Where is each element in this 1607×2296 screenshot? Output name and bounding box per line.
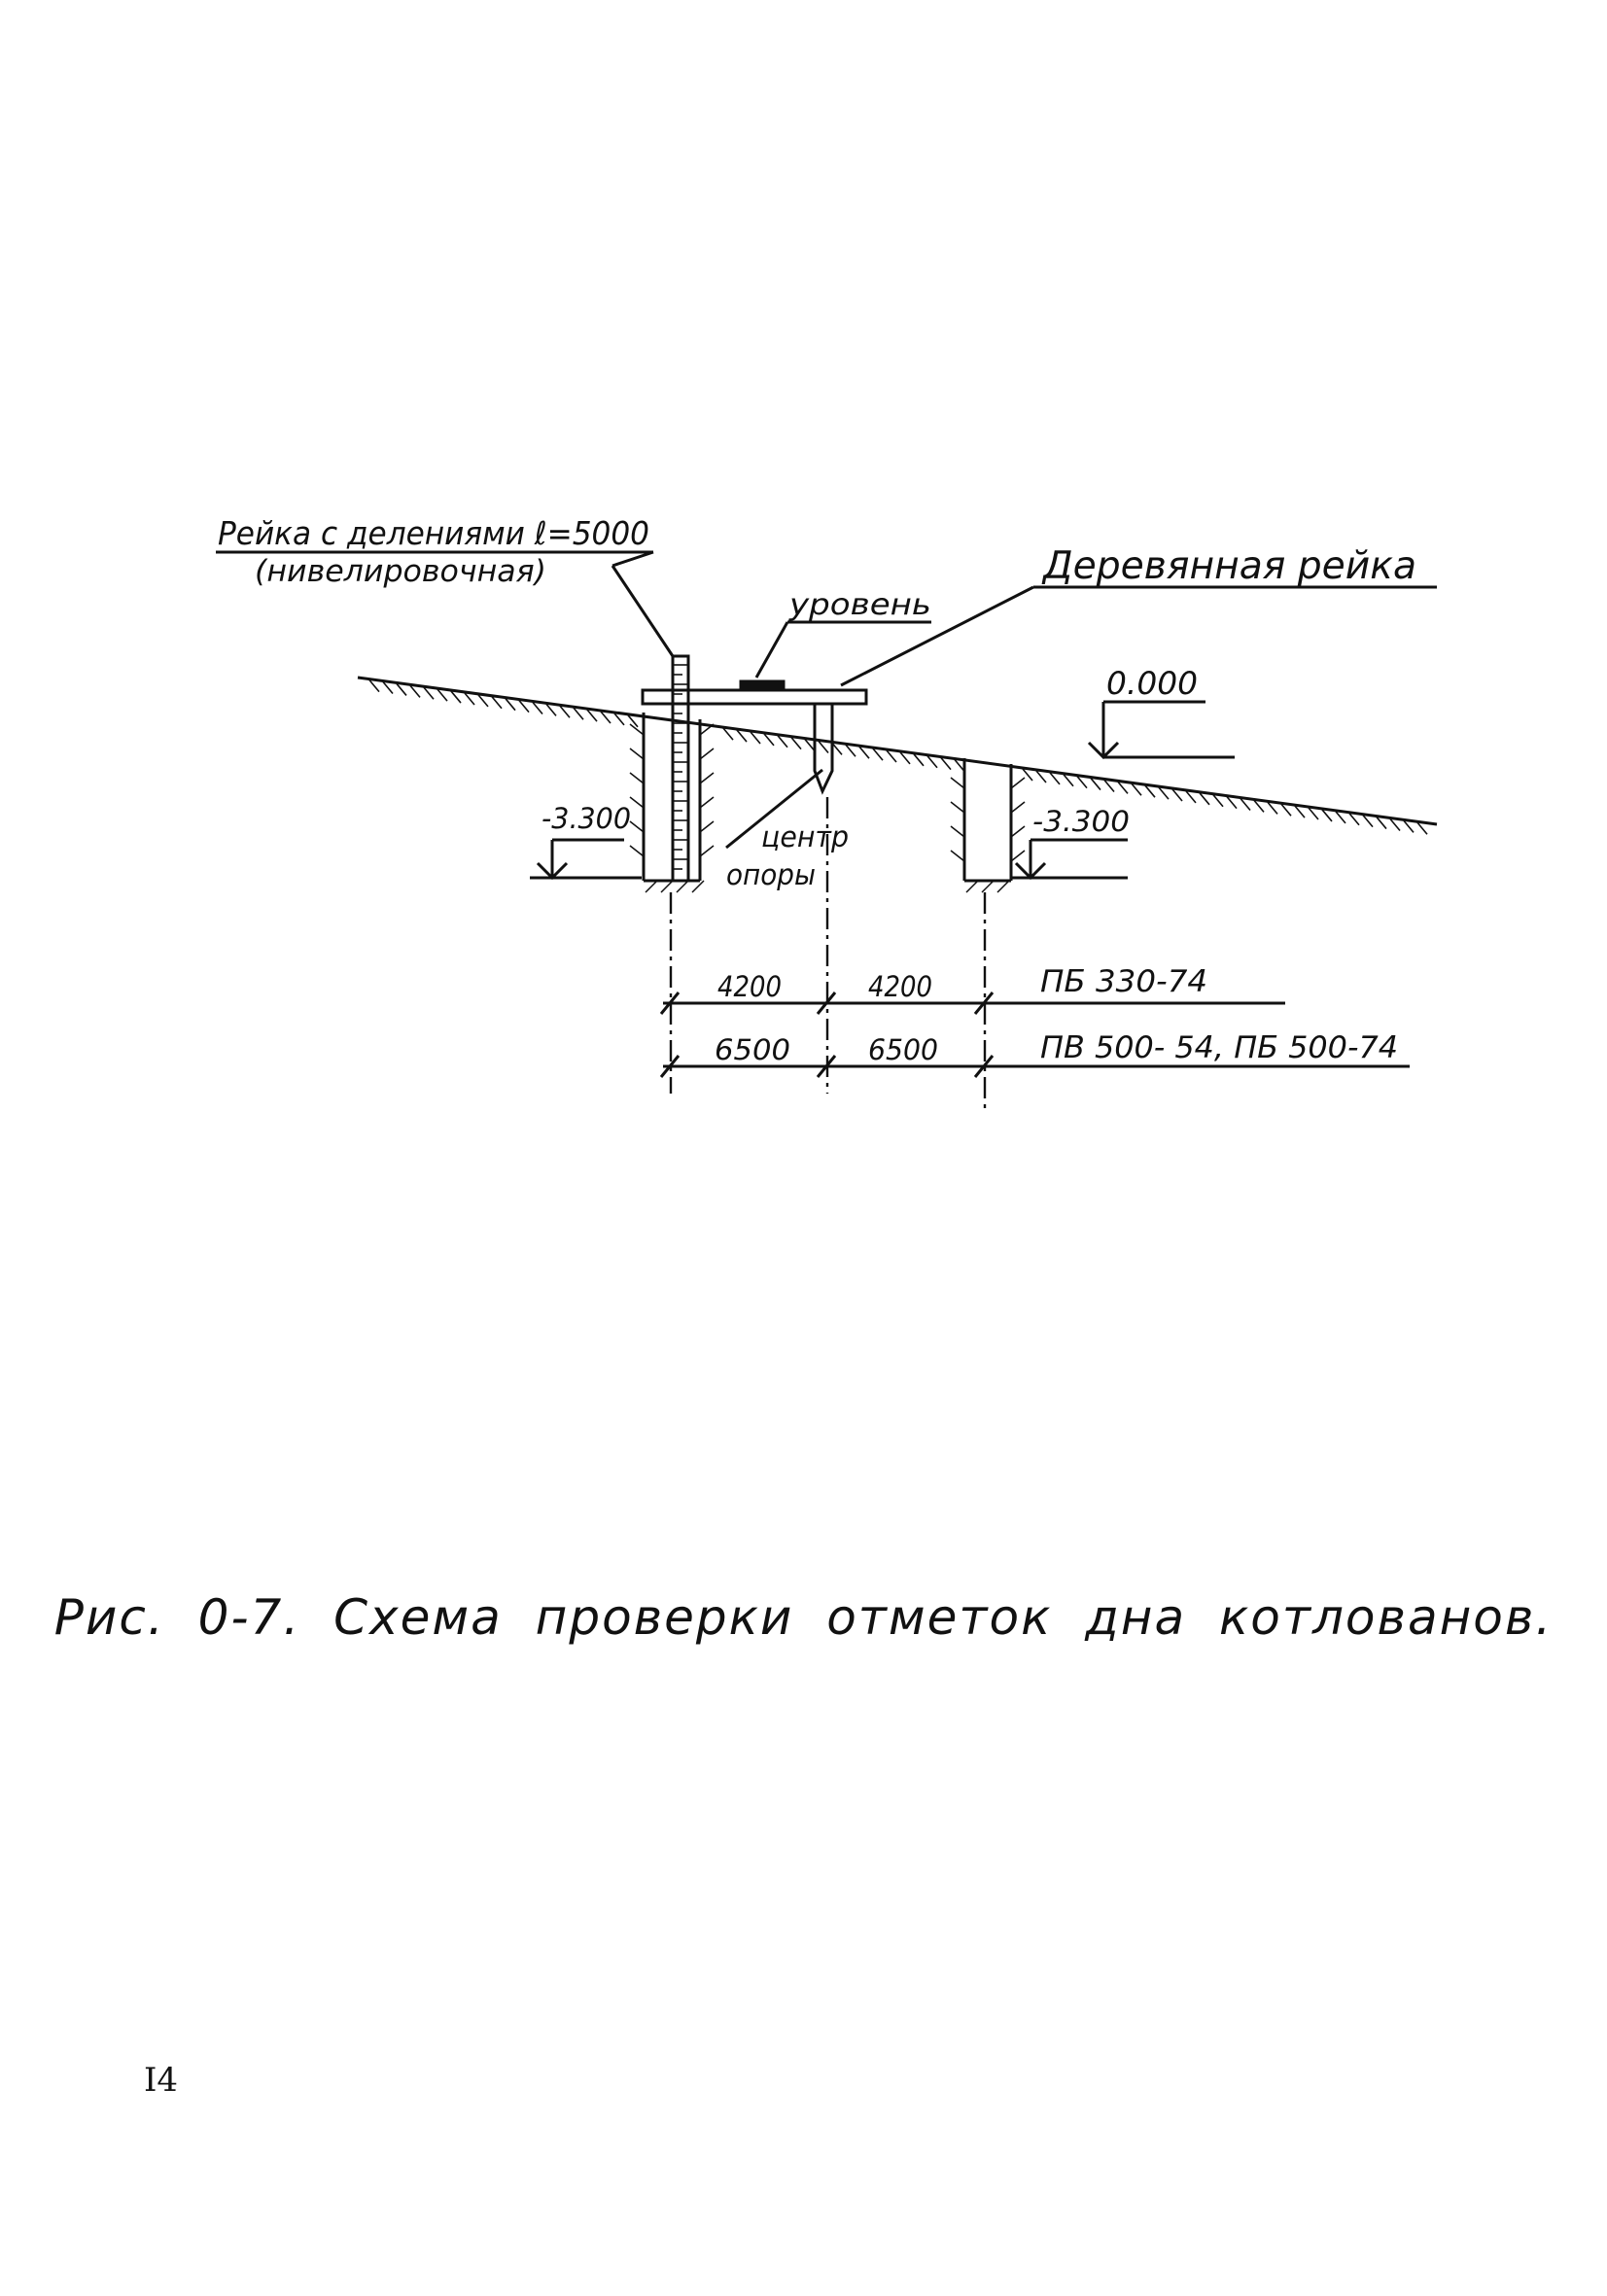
elevation-mark-left bbox=[530, 838, 642, 881]
support-center-label-2: опоры bbox=[726, 858, 816, 891]
elevation-mark-right bbox=[1011, 838, 1128, 881]
elevation-mark-zero bbox=[1087, 702, 1235, 760]
ground-surface bbox=[357, 676, 1438, 835]
support-center-stake bbox=[813, 704, 834, 795]
figure-caption: Рис. 0-7. Схема проверки отметок дна кот… bbox=[53, 1589, 1554, 1646]
right-depth-label: -3.300 bbox=[1032, 805, 1130, 838]
level-label: уровень bbox=[788, 588, 931, 622]
dimension-row2-mark: ПВ 500- 54, ПБ 500-74 bbox=[1040, 1030, 1398, 1065]
axis-lines bbox=[669, 797, 987, 1108]
dimension-row1-b: 4200 bbox=[868, 970, 932, 1003]
dimension-row2-b: 6500 bbox=[868, 1033, 938, 1066]
dimension-row2-a: 6500 bbox=[715, 1033, 790, 1066]
pit-right bbox=[950, 758, 1026, 893]
staff-label: Рейка с делениями ℓ=5000 bbox=[218, 514, 649, 552]
dimension-row1-mark: ПБ 330-74 bbox=[1040, 964, 1207, 999]
wooden-staff-label: Деревянная рейка bbox=[1041, 544, 1416, 588]
leader-lines bbox=[216, 550, 1437, 850]
dimension-row1-a: 4200 bbox=[717, 970, 782, 1003]
dimension-lines bbox=[659, 991, 1410, 1078]
zero-elevation-label: 0.000 bbox=[1106, 665, 1198, 702]
left-depth-label: -3.300 bbox=[541, 802, 631, 835]
pit-left bbox=[629, 713, 715, 893]
spirit-level bbox=[739, 679, 786, 692]
support-center-label: центр bbox=[761, 820, 849, 853]
wooden-crossbar bbox=[641, 688, 868, 706]
staff-note-label: (нивелировочная) bbox=[255, 554, 546, 589]
page-number: I4 bbox=[144, 2061, 179, 2100]
